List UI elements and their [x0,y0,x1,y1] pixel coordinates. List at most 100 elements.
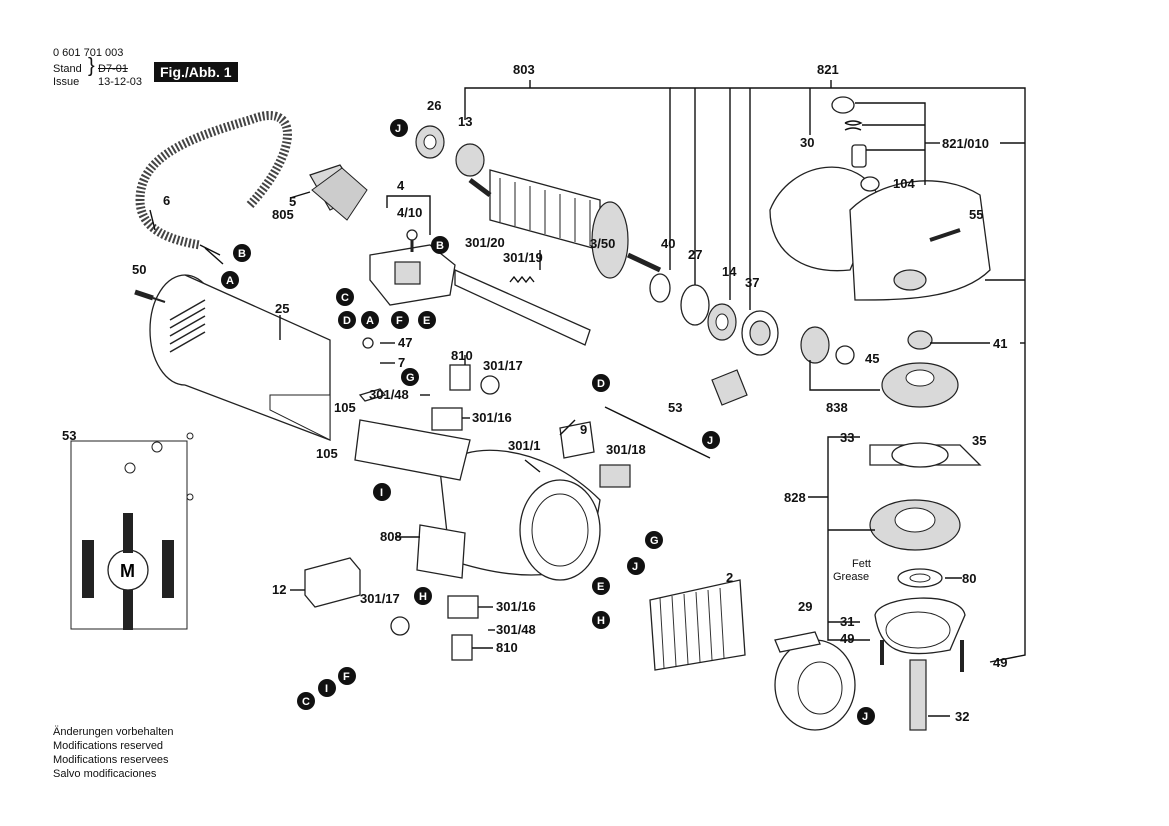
label-50: 50 [132,262,146,277]
motor-housing [149,274,331,441]
label-80: 80 [962,571,976,586]
ref-I-2: I [318,679,336,697]
ref-C-1: C [336,288,354,306]
label-828: 828 [784,490,806,505]
label-104: 104 [893,176,915,191]
ref-E-2: E [592,577,610,595]
gasket-33 [869,442,982,468]
label-49-right: 49 [993,655,1007,670]
label-35: 35 [972,433,986,448]
svg-text:E: E [423,315,430,327]
label-fett: Fett [852,558,871,570]
label-31: 31 [840,614,854,629]
bevel-gear-838 [881,362,959,408]
label-53: 53 [668,400,682,415]
label-301-19: 301/19 [503,250,543,265]
label-40: 40 [661,236,675,251]
issue-date: 13-12-03 [98,76,143,88]
washer-80 [897,568,943,588]
ring-27 [680,284,710,326]
ref-F-1: F [391,311,409,329]
svg-text:B: B [436,240,444,252]
svg-text:F: F [343,671,350,683]
svg-text:F: F [396,315,403,327]
switch-assembly [369,244,456,306]
svg-text:A: A [226,275,234,287]
figure-label: Fig./Abb. 1 [154,62,238,82]
cover-9 [559,421,595,459]
spring-301-17-bottom [390,616,410,636]
cable-53 [604,406,711,459]
label-301-17-top: 301/17 [483,358,523,373]
label-53-wiring: 53 [62,428,76,443]
label-49-left: 49 [840,631,854,646]
brush-holder-301-16-top [431,407,463,431]
ref-H-2: H [592,611,610,629]
label-301-17-bottom: 301/17 [360,591,400,606]
ref-A-2: A [361,311,379,329]
svg-text:H: H [597,615,605,627]
label-301-48-bottom: 301/48 [496,622,536,637]
armature [455,143,662,279]
bearing-14 [707,303,737,341]
label-55: 55 [969,207,983,222]
rail-301-20 [454,268,591,346]
ref-E-1: E [418,311,436,329]
svg-text:B: B [238,248,246,260]
spindle-lock-821-010 [831,96,880,192]
label-25: 25 [275,301,289,316]
label-grease: Grease [833,571,869,583]
screw-55 [929,228,961,242]
svg-text:E: E [597,581,604,593]
spring-301-19 [509,275,535,284]
label-41: 41 [993,336,1007,351]
insulator-808 [416,524,466,579]
label-301-48-top: 301/48 [369,387,409,402]
label-810-bottom: 810 [496,640,518,655]
label-838: 838 [826,400,848,415]
ref-H-1: H [414,587,432,605]
label-301-18: 301/18 [606,442,646,457]
clip-301-18 [599,464,631,488]
ref-C-2: C [297,692,315,710]
label-29: 29 [798,599,812,614]
note-es: Salvo modificaciones [53,768,157,780]
svg-text:J: J [395,123,401,135]
motor-symbol: M [120,561,135,581]
svg-text:G: G [406,372,415,384]
housing-301-1 [439,449,601,581]
field-coil-2 [649,579,746,671]
brush-810-top [449,364,471,391]
label-821: 821 [817,62,839,77]
label-26: 26 [427,98,441,113]
screw-50 [134,289,166,303]
svg-text:J: J [632,561,638,573]
ref-G-1: G [401,368,419,386]
retaining-ring-40 [649,273,671,303]
brush-holder-plate [354,419,471,481]
label-301-20: 301/20 [465,235,505,250]
svg-text:J: J [862,711,868,723]
label-6: 6 [163,193,170,208]
label-4-10: 4/10 [397,205,422,220]
leader-lines [149,80,1026,717]
ref-B-2: B [431,236,449,254]
brush-holder-301-16-bottom [447,595,479,619]
bearing-26 [415,125,445,159]
label-105-upper: 105 [334,400,356,415]
ref-D-2: D [592,374,610,392]
svg-text:G: G [650,535,659,547]
svg-text:H: H [419,591,427,603]
note-fr: Modifications reservees [53,754,169,766]
ref-J-1: J [390,119,408,137]
label-301-16-bottom: 301/16 [496,599,536,614]
spindle-32 [909,659,927,731]
issue-label: Issue [53,76,80,88]
label-821-010: 821/010 [942,136,989,151]
label-808: 808 [380,529,402,544]
capacitor-12 [304,557,361,608]
label-33: 33 [840,430,854,445]
label-803: 803 [513,62,535,77]
ref-I-1: I [373,483,391,501]
